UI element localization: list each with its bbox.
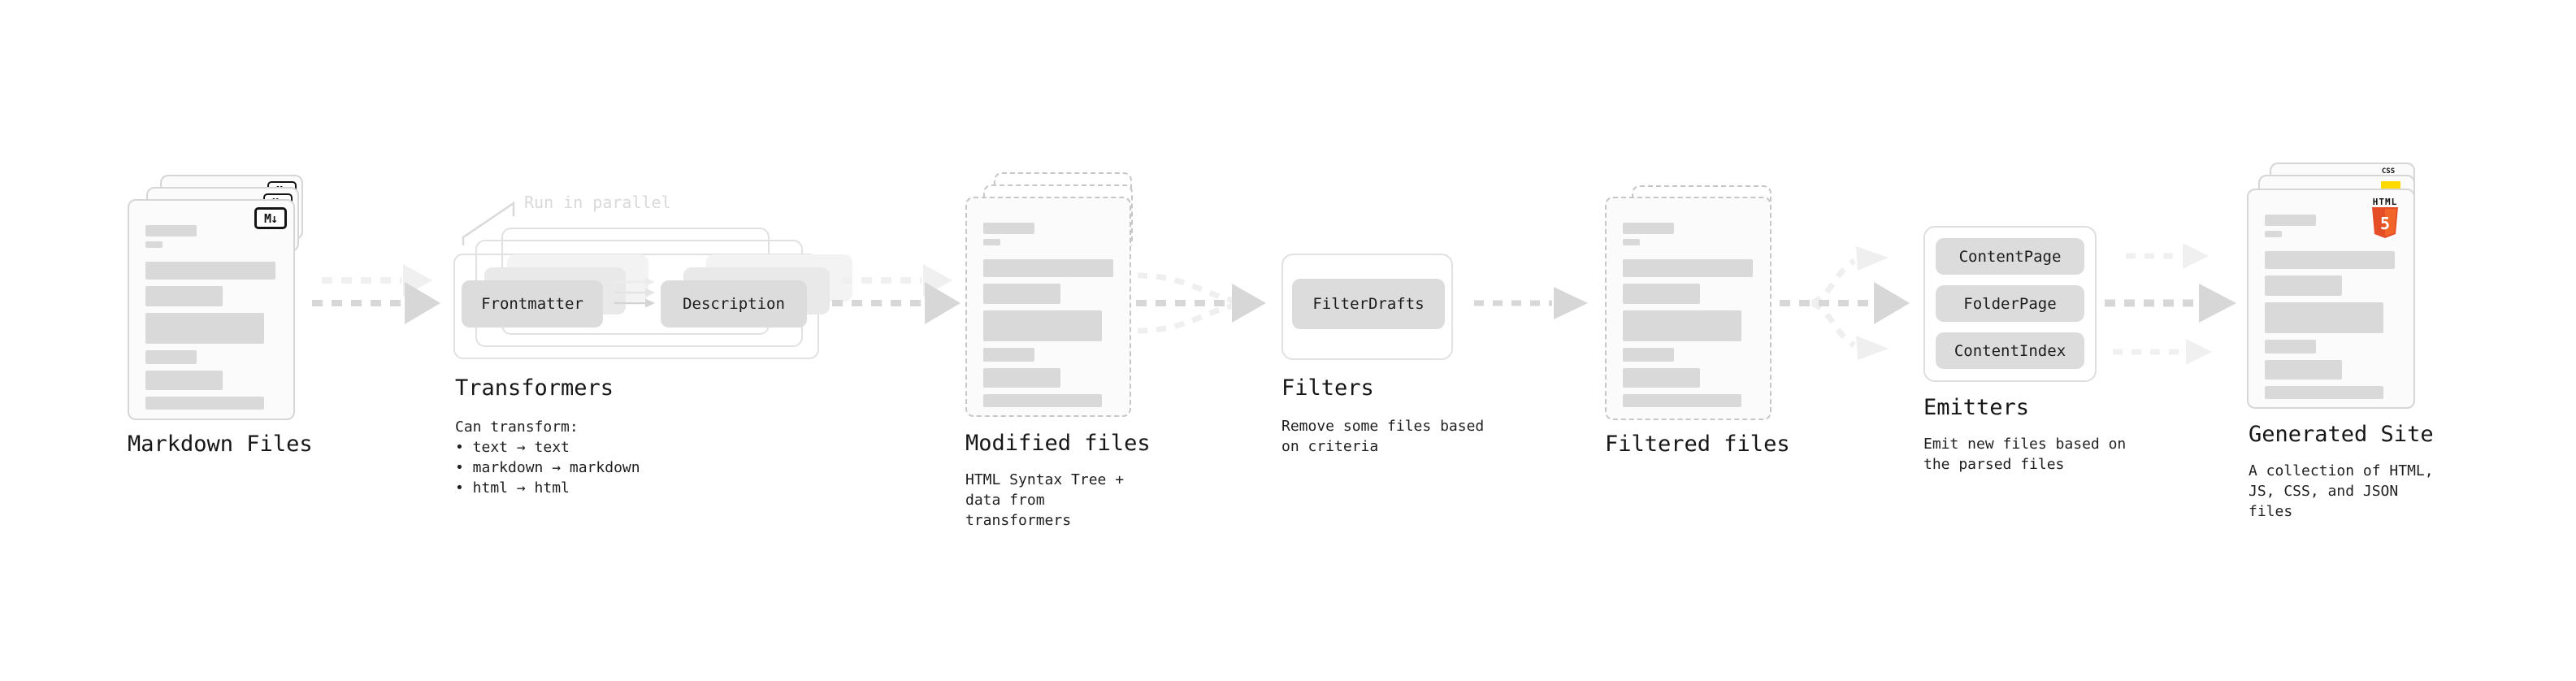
emitters-label: Emitters bbox=[1923, 395, 2030, 420]
document-content-placeholder bbox=[2249, 190, 2413, 399]
filterdrafts-chip: FilterDrafts bbox=[1292, 279, 1445, 329]
description-chip: Description bbox=[661, 280, 807, 327]
modified-files-description: HTML Syntax Tree + data from transformer… bbox=[965, 471, 1125, 529]
frontmatter-chip: Frontmatter bbox=[462, 280, 603, 327]
node-emitters: ContentPage FolderPage ContentIndex Emit… bbox=[1923, 226, 2135, 486]
node-transformers: Run in parallel Frontmatter Frontmatter … bbox=[453, 187, 852, 528]
svg-text:5: 5 bbox=[2380, 214, 2390, 233]
arrow-filters-to-filtered bbox=[1474, 287, 1588, 319]
filtered-files-label: Filtered files bbox=[1605, 432, 1790, 457]
markdown-files-label: Markdown Files bbox=[128, 432, 313, 457]
transform-flow-arrows bbox=[614, 277, 655, 308]
contentindex-chip: ContentIndex bbox=[1936, 332, 2084, 369]
document-content-placeholder bbox=[129, 201, 293, 410]
filters-label: Filters bbox=[1281, 375, 1374, 401]
html5-icon: HTML 5 bbox=[2366, 197, 2404, 238]
generated-site-label: Generated Site bbox=[2249, 422, 2434, 447]
markdown-icon: M↓ bbox=[254, 207, 287, 229]
document-content-placeholder bbox=[1607, 198, 1770, 407]
annotation-pointer-line bbox=[462, 201, 515, 245]
arrow-filtered-to-emitters bbox=[1780, 246, 1910, 360]
node-generated-site: CSS HTML 5 Generated Site A collection o bbox=[2247, 153, 2434, 520]
transformers-label: Transformers bbox=[455, 375, 614, 401]
generated-file-card-front: HTML 5 bbox=[2247, 189, 2415, 409]
arrow-modified-to-filters bbox=[1136, 272, 1266, 334]
emitters-box: ContentPage FolderPage ContentIndex bbox=[1923, 226, 2097, 382]
document-content-placeholder bbox=[967, 198, 1130, 407]
filters-box bbox=[1281, 254, 1453, 360]
run-in-parallel-annotation: Run in parallel bbox=[524, 193, 671, 212]
generated-site-description: A collection of HTML, JS, CSS, and JSON … bbox=[2249, 462, 2434, 520]
node-markdown-files: M↓ M↓ M↓ Markdown Files bbox=[128, 163, 313, 504]
emitters-description: Emit new files based on the parsed files bbox=[1923, 436, 2127, 473]
contentpage-chip: ContentPage bbox=[1936, 238, 2084, 275]
modified-files-label: Modified files bbox=[965, 431, 1151, 456]
arrow-transformers-to-modified bbox=[832, 264, 961, 324]
arrow-markdown-to-transformers bbox=[312, 264, 440, 324]
node-filtered-files: Filtered files bbox=[1605, 173, 1790, 514]
filters-description: Remove some files based on criteria bbox=[1281, 418, 1485, 455]
arrow-emitters-to-generated bbox=[2105, 243, 2236, 365]
filtered-file-card-front bbox=[1605, 197, 1772, 420]
transformers-description: Can transform: • text → text • markdown … bbox=[455, 419, 640, 497]
modified-file-card-front bbox=[965, 197, 1131, 417]
node-filters: FilterDrafts Filters Remove some files b… bbox=[1281, 254, 1493, 481]
markdown-file-card-front: M↓ bbox=[128, 199, 295, 420]
node-modified-files: Modified files HTML Syntax Tree + data f… bbox=[965, 160, 1151, 529]
folderpage-chip: FolderPage bbox=[1936, 285, 2084, 322]
